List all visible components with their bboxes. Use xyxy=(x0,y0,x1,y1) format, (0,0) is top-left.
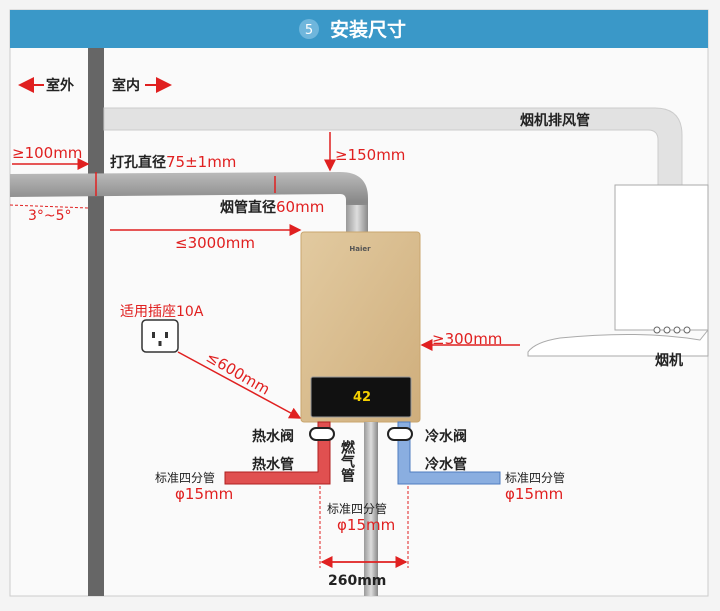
socket-label: 适用插座10A xyxy=(120,304,204,320)
header-bar xyxy=(10,10,708,48)
heater-brand: Haier xyxy=(349,245,371,253)
slope-dim: 3°~5° xyxy=(28,208,72,224)
cold-pipe-spec: 标准四分管 xyxy=(505,470,565,485)
socket-icon xyxy=(141,319,179,353)
cold-pipe-label: 冷水管 xyxy=(425,456,467,473)
gas-pipe-size: φ15mm xyxy=(337,516,395,534)
flue-length-dim: ≤3000mm xyxy=(175,234,255,252)
hood-distance-dim: ≥300mm xyxy=(432,330,502,348)
step-badge xyxy=(299,19,319,39)
wall xyxy=(88,48,104,596)
hole-diameter: 打孔直径75±1mm xyxy=(110,153,236,171)
heater-temp: 42 xyxy=(353,390,371,405)
cold-pipe-size: φ15mm xyxy=(505,485,563,503)
indoor-label: 室内 xyxy=(112,77,140,94)
range-hood-label: 烟机 xyxy=(655,352,683,369)
hood-exhaust-duct-label: 烟机排风管 xyxy=(520,112,590,129)
cold-valve-label: 冷水阀 xyxy=(425,428,467,445)
hot-valve-label: 热水阀 xyxy=(252,428,294,445)
page-title: 安装尺寸 xyxy=(330,18,406,41)
outdoor-label: 室外 xyxy=(46,77,74,94)
cold-valve-icon xyxy=(387,427,413,441)
pipe-spacing-dim: 260mm xyxy=(328,573,386,589)
hot-pipe-label: 热水管 xyxy=(252,456,294,473)
gas-pipe xyxy=(364,422,378,596)
flue-diameter: 烟管直径60mm xyxy=(220,198,324,216)
hot-valve-icon xyxy=(309,427,335,441)
hot-pipe-size: φ15mm xyxy=(175,485,233,503)
gas-pipe-spec: 标准四分管 xyxy=(327,501,387,516)
outdoor-protrusion-dim: ≥100mm xyxy=(12,144,82,162)
water-heater xyxy=(300,231,421,423)
hood-buttons xyxy=(653,326,691,334)
gas-pipe-label: 燃气管 xyxy=(339,439,356,482)
hot-pipe-spec: 标准四分管 xyxy=(155,470,215,485)
heater-display-panel xyxy=(310,376,412,418)
flue-pipe xyxy=(10,172,368,232)
step-number: 5 xyxy=(305,23,313,38)
ceiling-clearance-dim: ≥150mm xyxy=(335,146,405,164)
